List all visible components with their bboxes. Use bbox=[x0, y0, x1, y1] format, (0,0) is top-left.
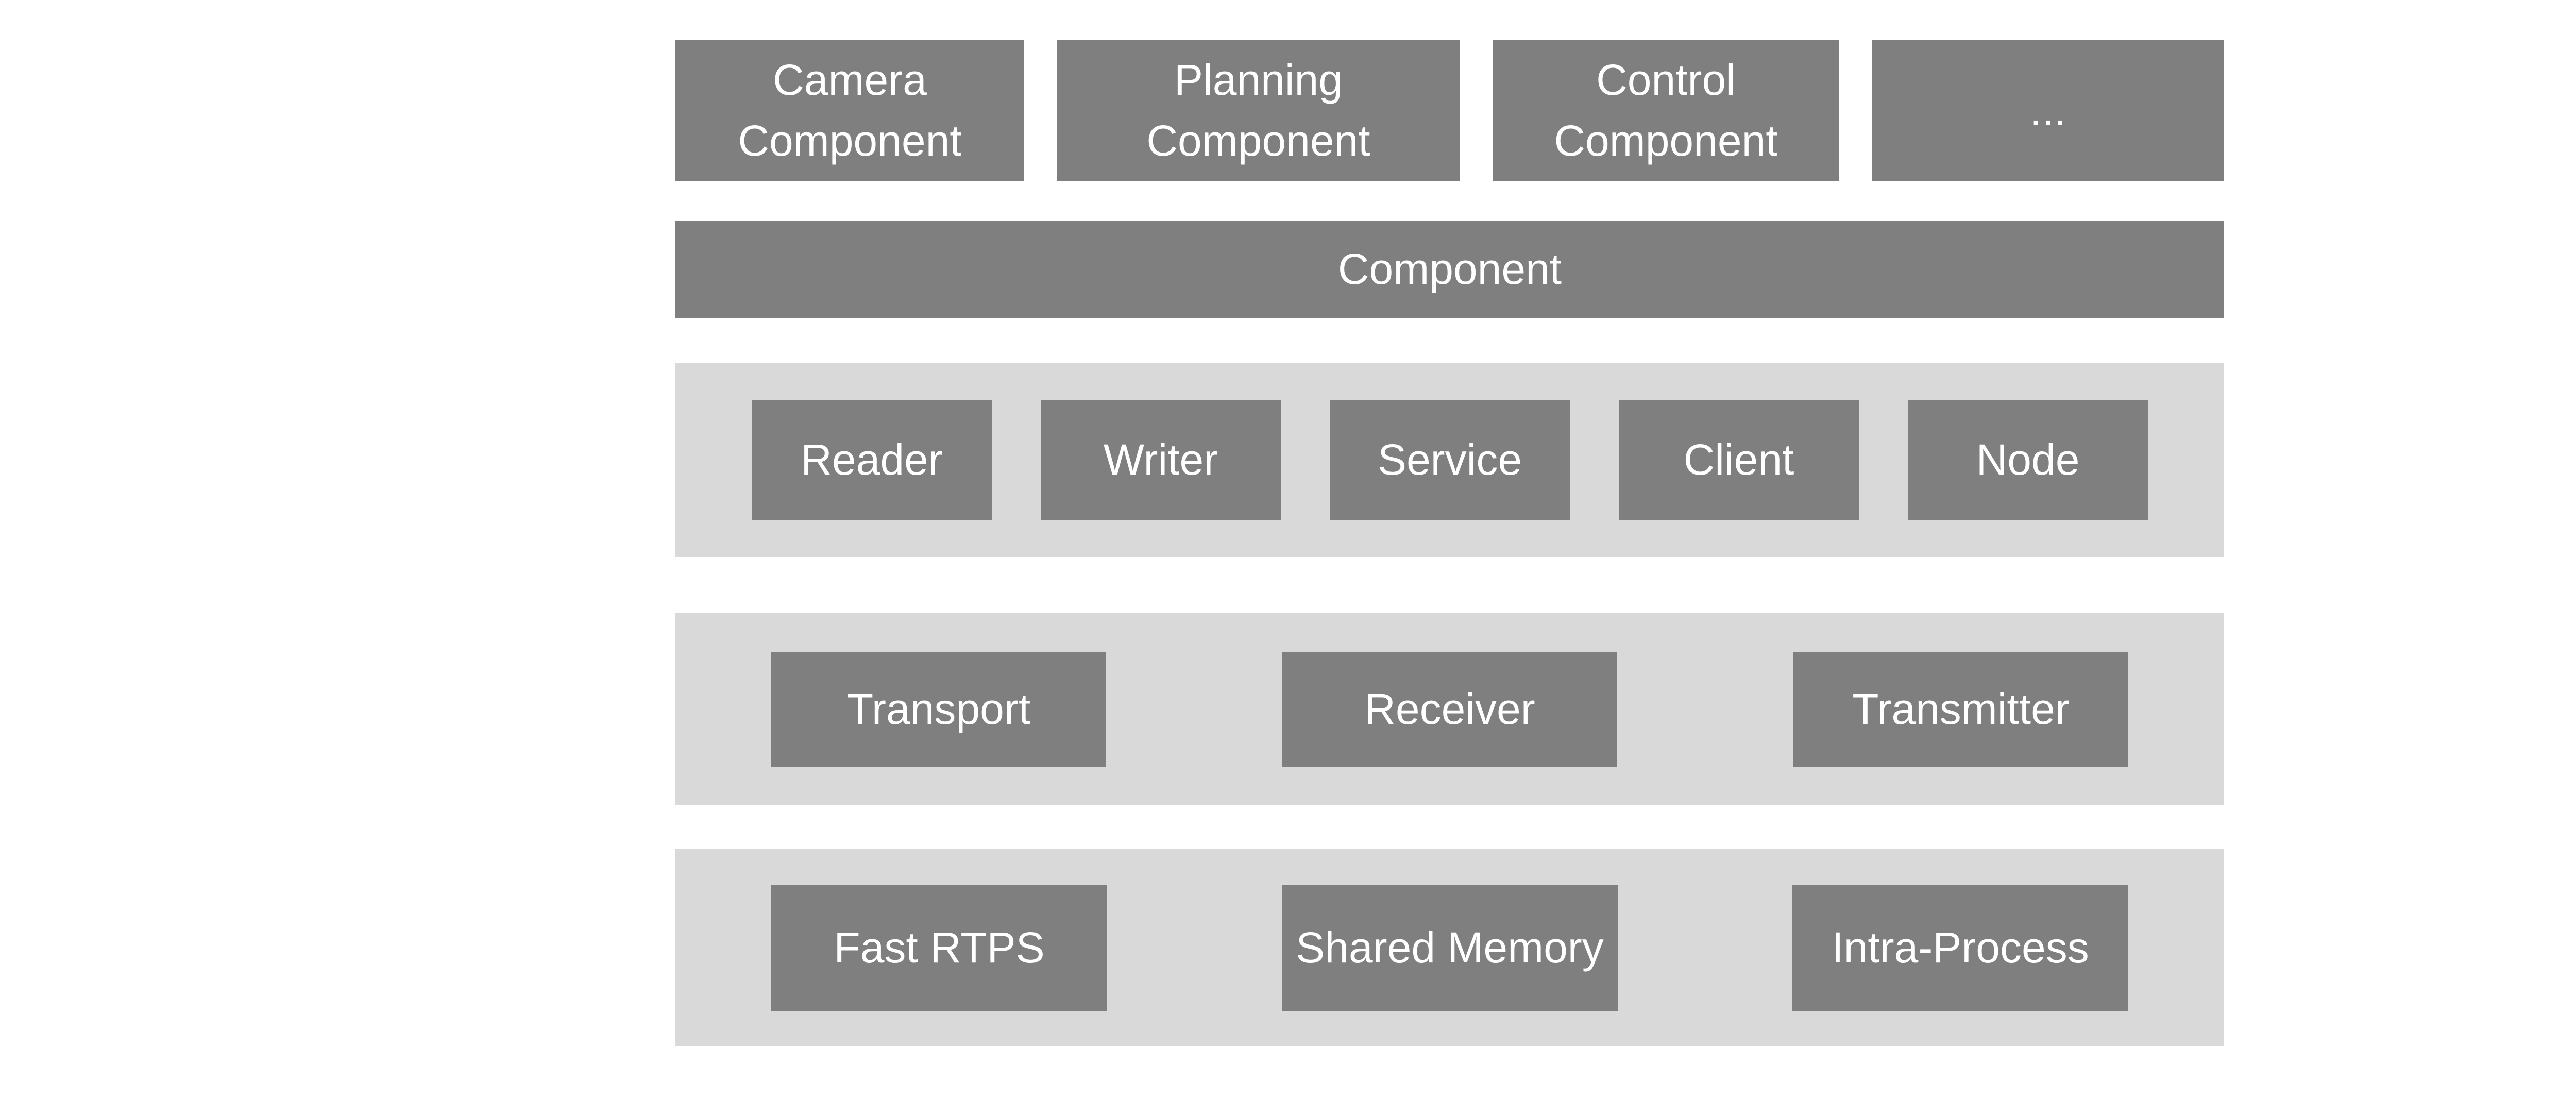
implementation-layer-band: Fast RTPS Shared Memory Intra-Process bbox=[675, 849, 2224, 1046]
camera-component-label: Camera Component bbox=[738, 55, 962, 165]
ellipsis-component-box: ... bbox=[1872, 40, 2224, 181]
client-box: Client bbox=[1619, 400, 1859, 520]
component-instances-row: Camera Component Planning Component Cont… bbox=[675, 40, 2224, 181]
control-component-box: Control Component bbox=[1493, 40, 1839, 181]
shared-memory-box: Shared Memory bbox=[1282, 885, 1618, 1011]
shared-memory-label: Shared Memory bbox=[1296, 923, 1604, 972]
fast-rtps-label: Fast RTPS bbox=[834, 923, 1045, 972]
entity-layer-band: Reader Writer Service Client Node bbox=[675, 363, 2224, 557]
transport-label: Transport bbox=[846, 684, 1031, 733]
planning-component-box: Planning Component bbox=[1057, 40, 1460, 181]
intra-process-label: Intra-Process bbox=[1832, 923, 2089, 972]
intra-process-box: Intra-Process bbox=[1792, 885, 2128, 1011]
service-box: Service bbox=[1330, 400, 1570, 520]
transport-box: Transport bbox=[771, 652, 1106, 767]
transport-layer-band: Transport Receiver Transmitter bbox=[675, 613, 2224, 805]
transmitter-box: Transmitter bbox=[1793, 652, 2128, 767]
reader-box: Reader bbox=[752, 400, 992, 520]
control-component-label: Control Component bbox=[1554, 55, 1778, 165]
fast-rtps-box: Fast RTPS bbox=[771, 885, 1107, 1011]
component-bar-label: Component bbox=[1337, 245, 1562, 294]
ellipsis-label: ... bbox=[2029, 86, 2066, 134]
receiver-label: Receiver bbox=[1364, 684, 1535, 733]
node-label: Node bbox=[1976, 435, 2080, 484]
planning-component-label: Planning Component bbox=[1146, 55, 1370, 165]
component-bar: Component bbox=[675, 221, 2224, 318]
reader-label: Reader bbox=[801, 435, 943, 484]
camera-component-box: Camera Component bbox=[675, 40, 1024, 181]
service-label: Service bbox=[1377, 435, 1522, 484]
client-label: Client bbox=[1683, 435, 1794, 484]
writer-label: Writer bbox=[1103, 435, 1218, 484]
receiver-box: Receiver bbox=[1282, 652, 1617, 767]
node-box: Node bbox=[1908, 400, 2148, 520]
writer-box: Writer bbox=[1041, 400, 1281, 520]
transmitter-label: Transmitter bbox=[1852, 684, 2070, 733]
